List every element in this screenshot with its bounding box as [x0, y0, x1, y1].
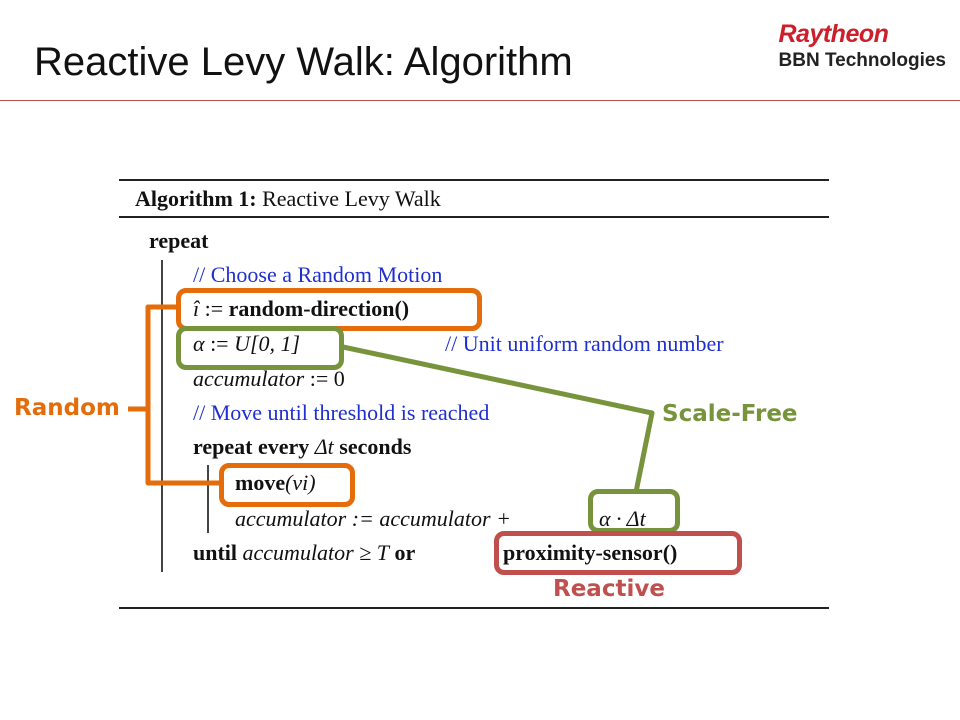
- move-argument: (vi): [285, 470, 316, 495]
- var-alpha: α: [193, 331, 205, 356]
- logo-division: BBN Technologies: [778, 50, 947, 71]
- algorithm-caption-title: Reactive Levy Walk: [262, 186, 441, 211]
- assign-op: :=: [210, 331, 229, 356]
- expr-uniform: U[0, 1]: [234, 331, 301, 356]
- algorithm-caption: Algorithm 1: Reactive Levy Walk: [135, 186, 441, 212]
- keyword-until: until: [193, 540, 238, 565]
- assign-op: :=: [204, 296, 224, 321]
- keyword-or: or: [394, 540, 416, 565]
- proximity-sensor-highlight: [494, 531, 742, 575]
- keyword-repeat-every: repeat every: [193, 434, 310, 459]
- line-random-direction: î := random-direction(): [193, 296, 409, 322]
- algorithm-figure: Algorithm 1: Reactive Levy Walk repeat /…: [119, 176, 829, 610]
- fn-move: move: [235, 470, 286, 495]
- line-repeat-every: repeat every Δt seconds: [193, 434, 411, 460]
- assign-op: :=: [309, 366, 329, 391]
- var-i-hat: î: [193, 296, 200, 321]
- algorithm-top-rule: [119, 179, 829, 181]
- var-accumulator-rhs: accumulator +: [379, 506, 511, 531]
- comment-unit-uniform: // Unit uniform random number: [445, 331, 724, 356]
- random-label: Random: [14, 395, 120, 421]
- alpha-delta-t-highlight: [588, 489, 680, 533]
- line-accumulator-update: accumulator := accumulator +: [235, 506, 511, 532]
- random-bracket-line: [145, 304, 222, 486]
- line-until: until accumulator ≥ T or: [193, 540, 415, 566]
- var-accumulator-lhs: accumulator: [235, 506, 347, 531]
- algorithm-bottom-rule: [119, 607, 829, 609]
- outer-repeat-bar: [161, 260, 163, 572]
- move-highlight: [219, 463, 355, 507]
- var-accumulator: accumulator: [193, 366, 305, 391]
- fn-proximity-sensor: proximity-sensor(): [503, 540, 678, 565]
- alpha-uniform-highlight: [176, 326, 344, 370]
- scale-free-connector-line: [342, 344, 655, 493]
- slide-title: Reactive Levy Walk: Algorithm: [34, 40, 573, 84]
- raytheon-bbn-logo: Raytheon BBN Technologies: [779, 20, 947, 72]
- logo-brand: Raytheon: [778, 20, 889, 48]
- var-delta-t: Δt: [314, 434, 334, 459]
- inner-repeat-bar: [207, 465, 209, 533]
- line-alpha-uniform: α := U[0, 1]: [193, 331, 300, 357]
- comment-choose-random-motion: // Choose a Random Motion: [193, 262, 443, 287]
- reactive-label: Reactive: [553, 576, 665, 602]
- until-condition: accumulator ≥ T: [242, 540, 390, 565]
- expr-alpha-delta-t: α · Δt: [599, 506, 646, 531]
- line-accumulator-init: accumulator := 0: [193, 366, 345, 392]
- line-move: move(vi): [235, 470, 316, 496]
- comment-move-until: // Move until threshold is reached: [193, 400, 490, 425]
- assign-op: :=: [351, 506, 374, 531]
- title-divider: [0, 100, 960, 101]
- random-direction-highlight: [176, 288, 482, 331]
- value-zero: 0: [333, 366, 345, 391]
- fn-random-direction: random-direction(): [228, 296, 410, 321]
- algorithm-caption-rule: [119, 216, 829, 218]
- keyword-repeat: repeat: [149, 228, 209, 253]
- algorithm-caption-label: Algorithm 1:: [135, 186, 257, 211]
- scale-free-label: Scale-Free: [662, 401, 798, 427]
- keyword-seconds: seconds: [339, 434, 412, 459]
